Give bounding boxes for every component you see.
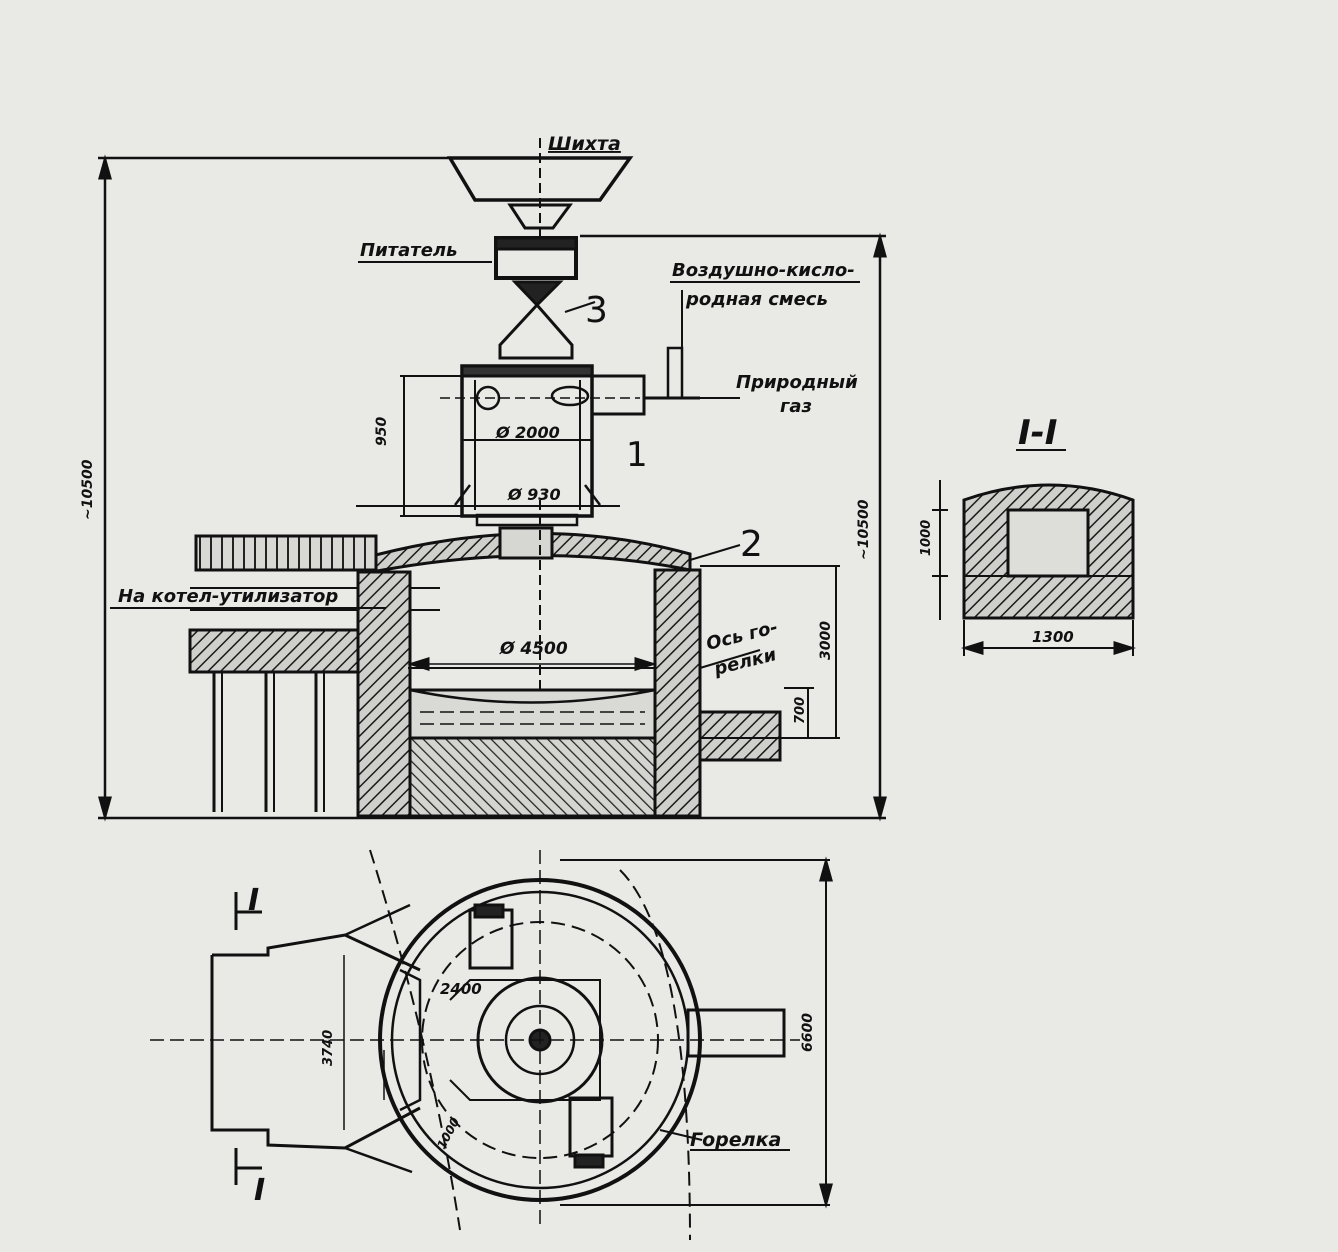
dim-plan-radius: 3740 — [321, 1030, 336, 1066]
dim-plan-2400: 2400 — [440, 980, 482, 998]
gas-pipe — [590, 290, 740, 416]
dim-height-700: 700 — [793, 697, 808, 724]
section-title: I-I — [1018, 413, 1057, 453]
dim-height-950: 950 — [374, 417, 390, 446]
dim-diameter-4500: Ø 4500 — [499, 639, 568, 659]
dim-height-left: ~10500 — [80, 459, 96, 520]
label-shikhta: Шихта — [548, 133, 621, 155]
plan-view — [150, 849, 833, 1241]
furnace-body — [356, 544, 840, 818]
dim-height-3000: 3000 — [818, 621, 834, 660]
callout-2: 2 — [740, 524, 763, 565]
label-air-oxygen-1: Воздушно-кисло- — [672, 260, 855, 281]
flue-duct — [188, 534, 440, 812]
furnace-crown — [370, 500, 692, 818]
feeder — [494, 236, 578, 280]
callout-1: 1 — [626, 435, 648, 475]
section-I-I-drawing — [932, 449, 1137, 656]
dim-height-right: ~10500 — [856, 499, 872, 560]
charge-hopper — [446, 138, 634, 240]
label-burner: Горелка — [690, 1129, 781, 1151]
leader-lines — [110, 261, 860, 1151]
callout-3: 3 — [585, 290, 608, 331]
label-to-waste-heat-boiler: На котел-утилизатор — [118, 586, 338, 607]
dim-section-1000: 1000 — [919, 520, 934, 556]
label-air-oxygen-2: родная смесь — [685, 289, 828, 310]
section-mark-top: I — [248, 883, 259, 918]
feed-cone — [498, 280, 596, 360]
label-pitatel: Питатель — [360, 240, 457, 261]
section-mark-bottom: I — [254, 1173, 265, 1208]
label-natural-gas-2: газ — [780, 396, 812, 417]
burner-chamber — [356, 364, 640, 527]
dim-section-1300: 1300 — [1032, 628, 1074, 646]
label-natural-gas-1: Природный — [736, 372, 858, 393]
dim-plan-position: 1000 — [434, 1115, 462, 1151]
dim-plan-6600: 6600 — [800, 1013, 816, 1052]
dim-diameter-930: Ø 930 — [507, 485, 561, 504]
elevation-frame — [98, 154, 887, 822]
dim-diameter-2000: Ø 2000 — [495, 423, 560, 442]
